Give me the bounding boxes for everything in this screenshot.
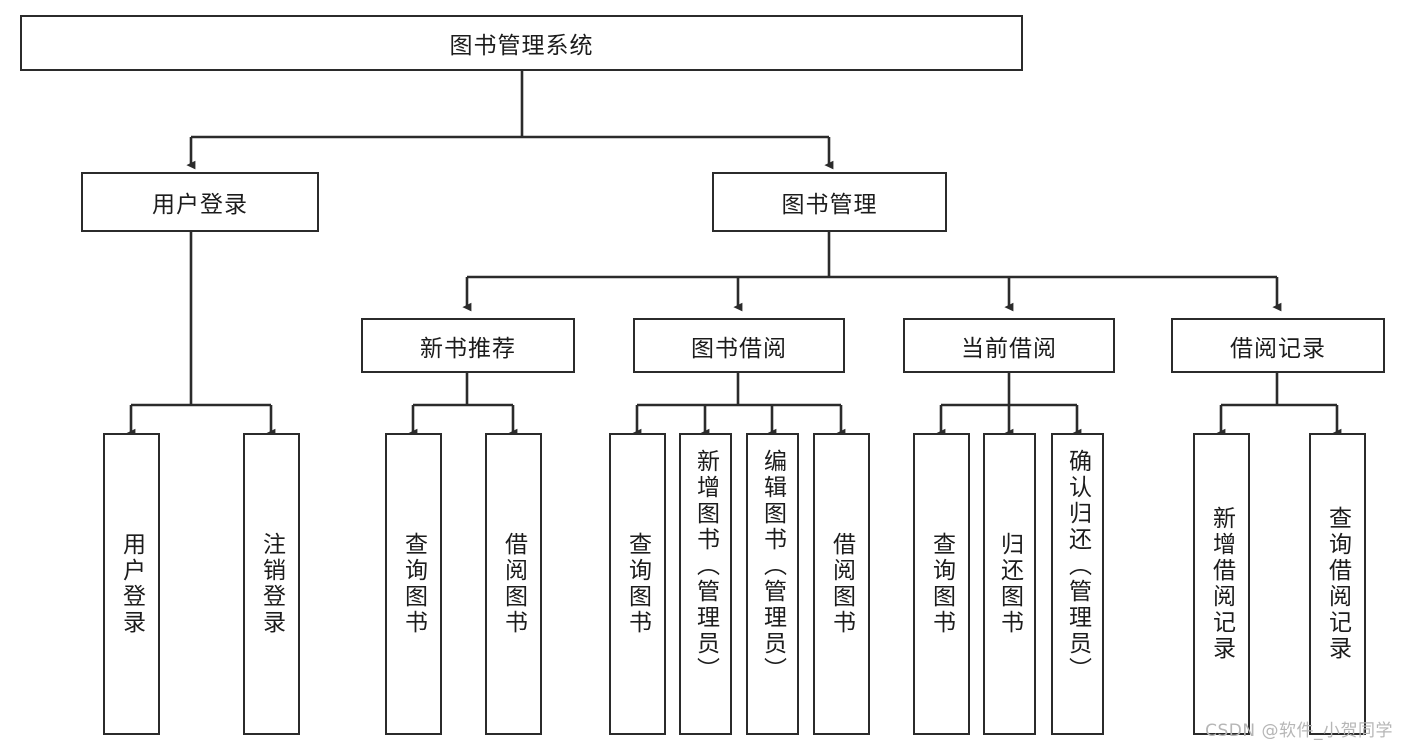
- node-borrow-records[interactable]: 借阅记录: [1171, 318, 1385, 373]
- leaf-records-query-record[interactable]: 查询借阅记录: [1309, 433, 1366, 735]
- leaf-borrow-query-book[interactable]: 查询图书: [609, 433, 666, 735]
- node-label: 查询借阅记录: [1324, 506, 1351, 662]
- node-label: 注销登录: [258, 532, 285, 636]
- leaf-user-login-login[interactable]: 用户登录: [103, 433, 160, 735]
- node-label: 当前借阅: [961, 335, 1057, 362]
- node-label: 确认归还（管理员）: [1064, 449, 1091, 683]
- leaf-borrow-edit-book-admin[interactable]: 编辑图书（管理员）: [746, 433, 799, 735]
- node-label: 新增借阅记录: [1208, 506, 1235, 662]
- node-label: 图书借阅: [691, 335, 787, 362]
- leaf-current-return-book[interactable]: 归还图书: [983, 433, 1036, 735]
- node-new-book-recommend[interactable]: 新书推荐: [361, 318, 575, 373]
- leaf-current-query-book[interactable]: 查询图书: [913, 433, 970, 735]
- node-label: 用户登录: [118, 532, 145, 636]
- node-book-borrow[interactable]: 图书借阅: [633, 318, 845, 373]
- leaf-borrow-add-book-admin[interactable]: 新增图书（管理员）: [679, 433, 732, 735]
- csdn-watermark: CSDN @软件_小贺同学: [1205, 721, 1393, 741]
- node-label: 借阅图书: [828, 532, 855, 636]
- node-label: 新书推荐: [420, 335, 516, 362]
- node-label: 查询图书: [624, 532, 651, 636]
- leaf-current-confirm-return-admin[interactable]: 确认归还（管理员）: [1051, 433, 1104, 735]
- leaf-records-add-record[interactable]: 新增借阅记录: [1193, 433, 1250, 735]
- leaf-user-login-logout[interactable]: 注销登录: [243, 433, 300, 735]
- node-label: 归还图书: [996, 532, 1023, 636]
- leaf-new-book-query[interactable]: 查询图书: [385, 433, 442, 735]
- node-label: 用户登录: [152, 192, 248, 218]
- leaf-borrow-borrow-book[interactable]: 借阅图书: [813, 433, 870, 735]
- node-label: 借阅图书: [500, 532, 527, 636]
- node-label: 图书管理: [781, 192, 878, 218]
- node-label: 图书管理系统: [449, 33, 594, 59]
- node-root-book-management-system[interactable]: 图书管理系统: [20, 15, 1023, 71]
- node-book-management[interactable]: 图书管理: [712, 172, 947, 232]
- leaf-new-book-borrow[interactable]: 借阅图书: [485, 433, 542, 735]
- node-label: 查询图书: [400, 532, 427, 636]
- node-label: 编辑图书（管理员）: [759, 449, 786, 683]
- node-label: 查询图书: [928, 532, 955, 636]
- node-user-login[interactable]: 用户登录: [81, 172, 319, 232]
- node-label: 借阅记录: [1230, 335, 1326, 362]
- node-label: 新增图书（管理员）: [692, 449, 719, 683]
- node-current-borrow[interactable]: 当前借阅: [903, 318, 1115, 373]
